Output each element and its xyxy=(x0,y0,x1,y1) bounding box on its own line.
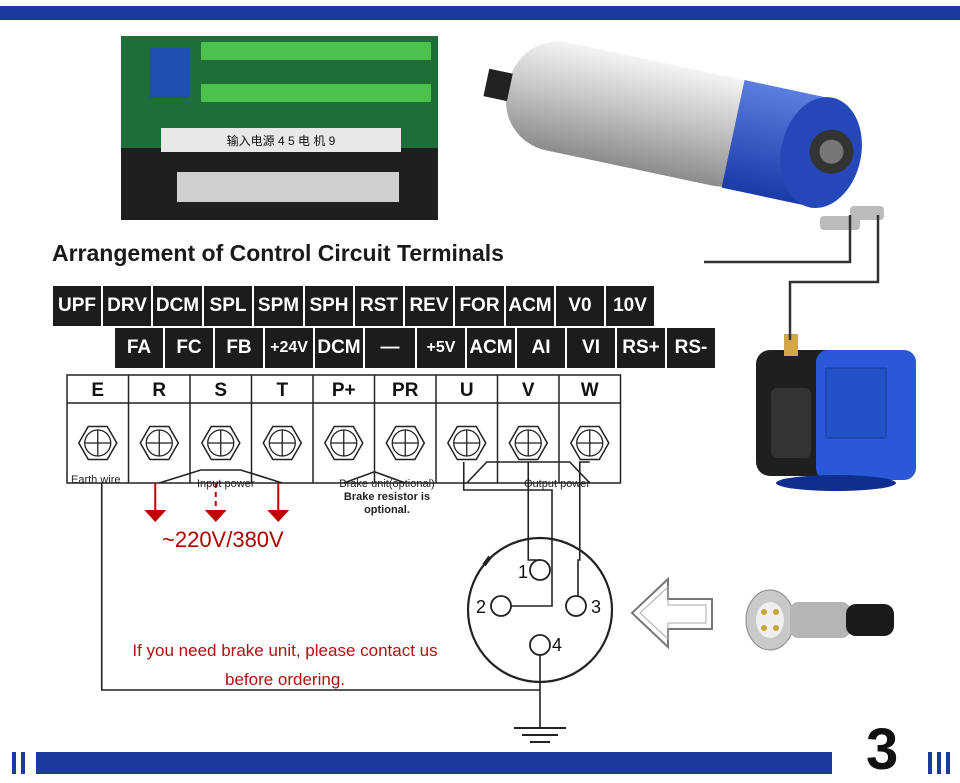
bottom-stripe-left-2 xyxy=(21,752,25,774)
top-row-terminal-8: REV xyxy=(405,286,455,326)
connector-pin-label-3: 3 xyxy=(591,597,601,617)
bottom-stripe-left-1 xyxy=(12,752,16,774)
input-power-label: Input power xyxy=(197,478,255,490)
connector-pin-2 xyxy=(490,595,512,617)
power-terminal-label-PR: PR xyxy=(392,380,419,401)
voltage-label: ~220V/380V xyxy=(162,527,284,552)
power-terminal-label-U: U xyxy=(460,380,474,401)
top-row-terminal-3: DCM xyxy=(153,286,204,326)
bottom-row-terminal-11: RS+ xyxy=(617,328,667,368)
wire-v-to-pin1 xyxy=(527,462,540,561)
aviation-plug-photo xyxy=(745,589,894,651)
connector-pin-label-4: 4 xyxy=(552,635,562,655)
bottom-row-terminal-4: +24V xyxy=(265,328,315,368)
power-terminal-label-E: E xyxy=(91,380,104,401)
bottom-stripe-right-1 xyxy=(928,752,932,774)
bottom-row-terminal-7: +5V xyxy=(417,328,467,368)
board-green-terminal-strip xyxy=(201,42,431,60)
outline-arrow-icon xyxy=(630,576,713,650)
power-terminal-label-V: V xyxy=(522,380,535,401)
note-line-1: If you need brake unit, please contact u… xyxy=(132,641,438,660)
note-line-2: before ordering. xyxy=(224,670,346,689)
brake-unit-label: Brake unit(optional) Brake resistor is o… xyxy=(322,478,452,517)
brake-resistor-text: Brake resistor is optional. xyxy=(343,491,431,516)
earth-wire-line xyxy=(100,483,540,691)
bottom-row-terminal-2: FC xyxy=(165,328,215,368)
power-terminal-label-W: W xyxy=(581,380,599,401)
connector-pin-3 xyxy=(565,595,587,617)
input-power-bracket xyxy=(159,469,283,484)
bottom-row-terminal-3: FB xyxy=(215,328,265,368)
top-row-terminal-5: SPM xyxy=(254,286,305,326)
connector-pin-4 xyxy=(529,634,551,656)
top-row-terminal-1: UPF xyxy=(53,286,103,326)
board-relay xyxy=(149,48,189,98)
top-row-terminal-12: 10V xyxy=(606,286,656,326)
spindle-motor-photo xyxy=(483,41,884,230)
power-terminal-label-R: R xyxy=(152,380,166,401)
top-row-terminal-4: SPL xyxy=(204,286,254,326)
page-number: 3 xyxy=(866,717,899,782)
bottom-stripe-right-3 xyxy=(946,752,950,774)
bottom-banner-bar xyxy=(36,752,832,774)
board-chinese-label: 输入电源 4 5 电 机 9 xyxy=(226,133,336,148)
board-label-plate: 输入电源 4 5 电 机 9 xyxy=(161,128,401,152)
connector-pin-1 xyxy=(529,559,551,581)
earth-wire-label: Earth wire xyxy=(71,474,121,486)
connector-pin-label-1: 1 xyxy=(518,562,528,582)
input-arrow-r-head xyxy=(144,510,167,522)
top-row-terminal-11: V0 xyxy=(556,286,606,326)
connector-pin-label-2: 2 xyxy=(476,597,486,617)
water-pump-photo xyxy=(756,334,916,491)
input-arrow-t-head xyxy=(267,510,290,522)
top-row-terminal-10: ACM xyxy=(506,286,556,326)
top-row-terminal-2: DRV xyxy=(103,286,153,326)
power-terminal-label-S: S xyxy=(214,380,227,401)
controller-board-photo: 输入电源 4 5 电 机 9 xyxy=(121,36,438,220)
output-power-label: Output power xyxy=(524,478,591,490)
top-row-terminal-6: SPH xyxy=(305,286,355,326)
connector-key-mark xyxy=(482,555,492,567)
board-screw-row xyxy=(177,172,399,202)
bottom-row-terminal-5: DCM xyxy=(315,328,365,368)
brake-unit-text: Brake unit(optional) xyxy=(339,478,435,490)
bottom-stripe-right-2 xyxy=(937,752,941,774)
bottom-row-terminal-9: AI xyxy=(517,328,567,368)
board-green-terminal-strip-2 xyxy=(201,84,431,102)
bottom-row-terminal-8: ACM xyxy=(467,328,517,368)
power-terminal-label-T: T xyxy=(276,380,288,401)
bottom-row-terminal-6: — xyxy=(365,328,417,368)
top-row-terminal-7: RST xyxy=(355,286,405,326)
top-banner-bar xyxy=(0,6,960,20)
diagram-title: Arrangement of Control Circuit Terminals xyxy=(52,240,504,266)
bottom-row-terminal-1: FA xyxy=(115,328,165,368)
brake-unit-note: If you need brake unit, please contact u… xyxy=(95,636,475,694)
power-terminal-label-P+: P+ xyxy=(332,380,356,401)
bottom-row-terminal-12: RS- xyxy=(667,328,717,368)
bottom-row-terminal-10: VI xyxy=(567,328,617,368)
top-row-terminal-9: FOR xyxy=(455,286,506,326)
wire-w-to-pin3 xyxy=(577,461,590,596)
wire-u-to-pin2 xyxy=(462,462,553,607)
brake-bracket xyxy=(343,471,406,484)
input-arrow-s-head xyxy=(204,510,227,522)
